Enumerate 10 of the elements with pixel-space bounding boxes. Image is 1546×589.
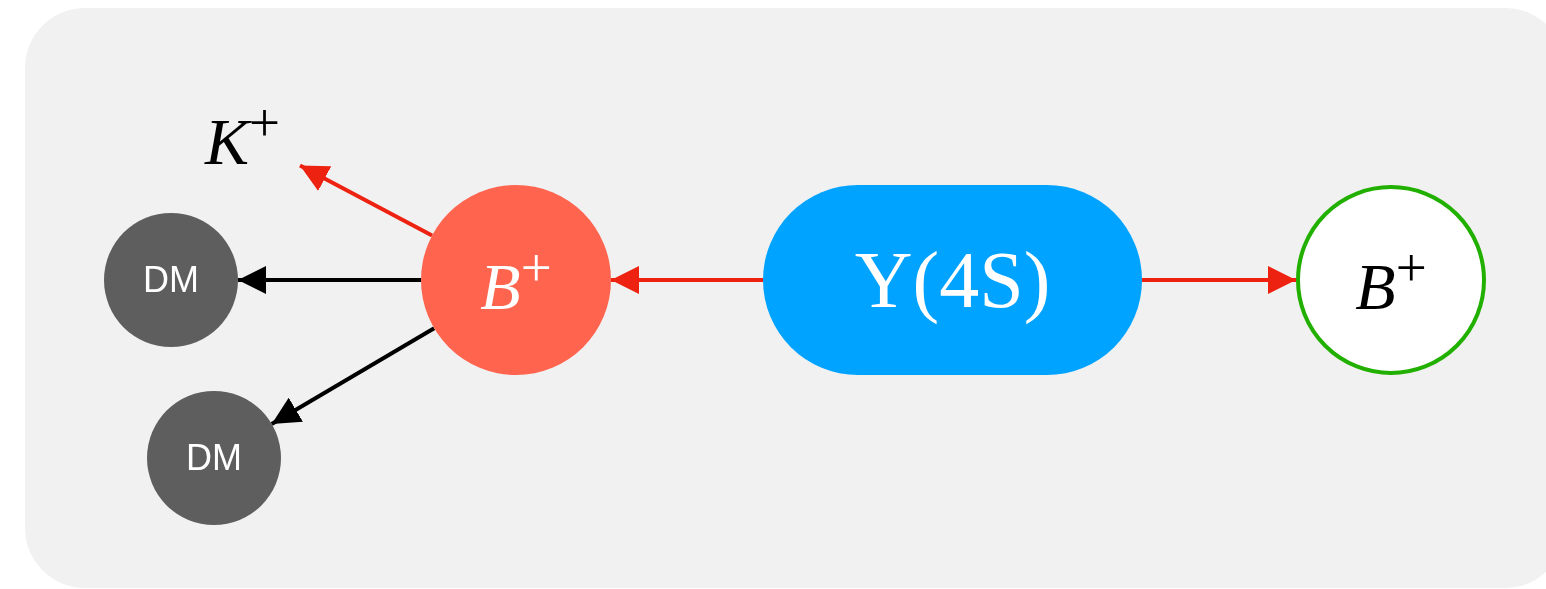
arrow bbox=[611, 266, 763, 294]
particle-label: DM bbox=[186, 440, 242, 476]
particle-label: DM bbox=[143, 262, 199, 298]
particle-label: K$^{+}$ bbox=[204, 95, 281, 175]
arrow bbox=[270, 326, 436, 426]
particle-label: B$^{+}$ bbox=[480, 240, 552, 320]
arrow bbox=[299, 163, 433, 238]
arrow bbox=[238, 266, 421, 294]
particle-label: B$^{+}$ bbox=[1355, 240, 1427, 320]
arrow bbox=[1142, 266, 1296, 294]
